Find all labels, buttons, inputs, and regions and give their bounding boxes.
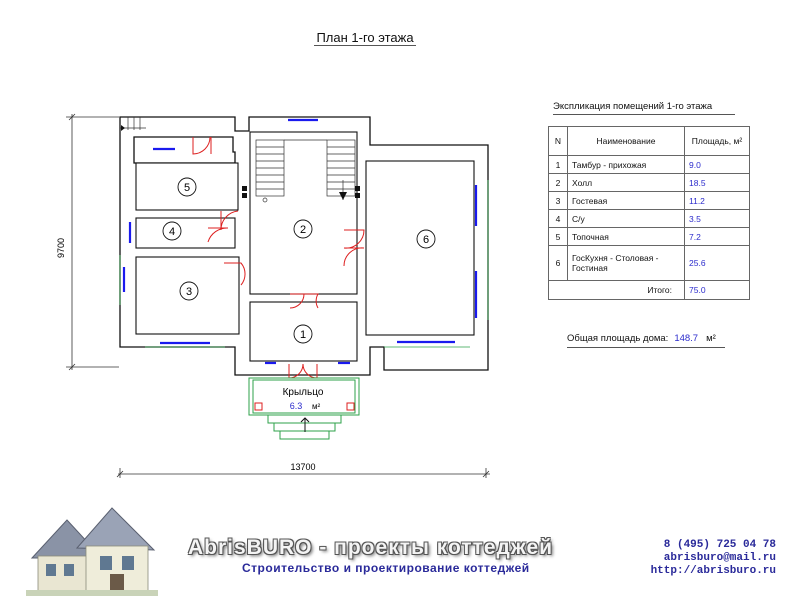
explication-table: N Наименование Площадь, м² 1 Тамбур - пр…	[548, 126, 750, 300]
window-sills	[119, 180, 489, 348]
row-area: 25.6	[684, 245, 750, 281]
room-4-area	[135, 217, 236, 249]
table-row: 3 Гостевая 11.2	[548, 191, 750, 210]
row-name: С/у	[567, 209, 685, 228]
room-number-2: 2	[300, 224, 306, 236]
porch-area: 6.3	[290, 401, 303, 411]
row-name: ГосКухня - Столовая - Гостиная	[567, 245, 685, 281]
header-number: N	[548, 126, 568, 156]
row-number: 6	[548, 245, 568, 281]
total-value: 75.0	[684, 280, 750, 300]
row-area: 3.5	[684, 209, 750, 228]
room-number-6: 6	[423, 234, 429, 246]
table-row: 6 ГосКухня - Столовая - Гостиная 25.6	[548, 245, 750, 281]
table-row: 5 Топочная 7.2	[548, 227, 750, 246]
height-dimension	[66, 113, 119, 371]
row-number: 2	[548, 173, 568, 192]
plan-title: План 1-го этажа	[314, 30, 416, 46]
header-area: Площадь, м²	[684, 126, 750, 156]
entrance-arrow-icon	[300, 417, 310, 432]
room-number-5: 5	[184, 182, 190, 194]
width-dimension-label: 13700	[290, 462, 315, 472]
row-area: 7.2	[684, 227, 750, 246]
row-number: 4	[548, 209, 568, 228]
stair-arrow-icon	[339, 192, 347, 200]
windows	[122, 118, 478, 365]
room-number-1: 1	[300, 329, 306, 341]
row-number: 3	[548, 191, 568, 210]
row-number: 5	[548, 227, 568, 246]
side-steps-arrow-icon	[121, 125, 125, 131]
height-dimension-label: 9700	[56, 238, 66, 258]
table-row: 1 Тамбур - прихожая 9.0	[548, 155, 750, 174]
room-markers	[162, 177, 436, 344]
house-area-label: Общая площадь дома:	[567, 333, 669, 344]
row-name: Тамбур - прихожая	[567, 155, 685, 174]
row-area: 11.2	[684, 191, 750, 210]
row-name: Холл	[567, 173, 685, 192]
brand-tagline: Строительство и проектирование коттеджей	[242, 561, 530, 575]
table-header-row: N Наименование Площадь, м²	[548, 126, 750, 156]
width-dimension	[116, 468, 490, 478]
total-label: Итого:	[548, 280, 685, 300]
porch-columns	[254, 402, 355, 411]
room-number-3: 3	[186, 286, 192, 298]
vents	[242, 186, 360, 198]
table-row: 2 Холл 18.5	[548, 173, 750, 192]
porch-label: Крыльцо	[283, 387, 324, 398]
explication-title: Экспликация помещений 1-го этажа	[553, 101, 735, 115]
room-2-area	[249, 131, 358, 295]
row-name: Гостевая	[567, 191, 685, 210]
contact-website[interactable]: http://abrisburo.ru	[650, 565, 776, 577]
contact-phone[interactable]: 8 (495) 725 04 78	[663, 539, 776, 551]
table-total-row: Итого: 75.0	[548, 280, 750, 300]
house-area-unit: м²	[706, 333, 716, 344]
header-name: Наименование	[567, 126, 685, 156]
row-area: 18.5	[684, 173, 750, 192]
room-6-area	[365, 160, 475, 336]
porch-unit: м²	[312, 402, 321, 411]
contact-email[interactable]: abrisburo@mail.ru	[663, 552, 776, 564]
house-illustration	[26, 507, 158, 596]
row-number: 1	[548, 155, 568, 174]
brand-name: AbrisBURO - проекты коттеджей	[188, 536, 554, 559]
room-number-4: 4	[169, 226, 175, 238]
table-row: 4 С/у 3.5	[548, 209, 750, 228]
row-name: Топочная	[567, 227, 685, 246]
row-area: 9.0	[684, 155, 750, 174]
house-area: Общая площадь дома: 148.7 м²	[567, 333, 725, 348]
house-area-value: 148.7	[674, 333, 699, 344]
